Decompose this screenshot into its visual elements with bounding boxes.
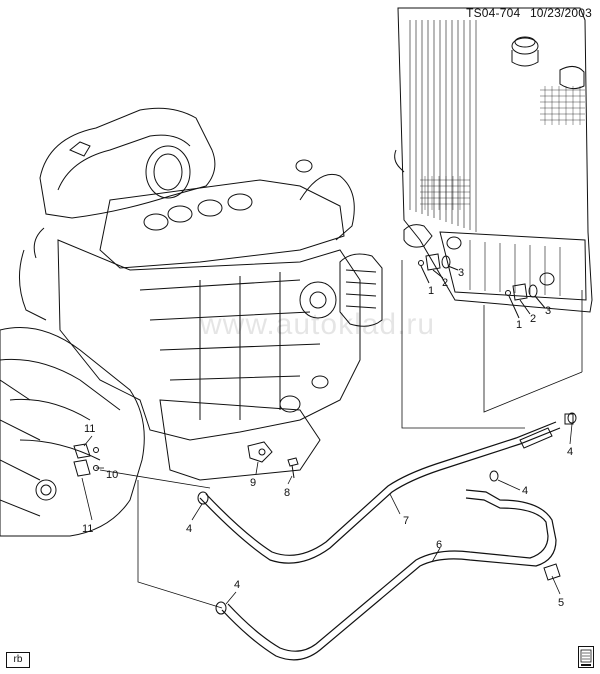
oil-cooler-inlet-line <box>199 421 561 564</box>
callout-6: 6 <box>436 539 442 551</box>
callout-5: 5 <box>558 597 564 609</box>
callout-3-lower: 3 <box>545 305 551 317</box>
callout-9: 9 <box>250 477 256 489</box>
engine-assembly <box>0 107 383 537</box>
radiator <box>394 7 593 313</box>
drawing-header: TS04-704 10/23/2003 <box>460 6 592 20</box>
callout-1-upper: 1 <box>428 285 434 297</box>
manual-book-icon <box>578 646 594 668</box>
callout-4-left: 4 <box>186 523 192 535</box>
callout-2-lower: 2 <box>530 313 536 325</box>
line-fitting-lower <box>543 563 561 581</box>
drawing-code: TS04-704 <box>466 6 521 20</box>
line-bracket <box>247 441 273 463</box>
callout-11-lower: 11 <box>82 523 93 535</box>
callout-4-bottom: 4 <box>234 579 240 591</box>
transmission-fittings <box>73 443 99 477</box>
watermark: www.autoklad.ru <box>200 308 436 341</box>
callout-8: 8 <box>284 487 290 499</box>
callout-7: 7 <box>403 515 409 527</box>
callout-10: 10 <box>106 469 118 481</box>
callout-4-mid: 4 <box>522 485 528 497</box>
cooler-fitting-upper <box>418 253 459 284</box>
bolt <box>287 457 299 479</box>
seal-rings <box>197 412 577 615</box>
oil-cooler-outlet-line <box>221 489 557 661</box>
corner-tag: rb <box>6 652 30 668</box>
callout-11-upper: 11 <box>84 423 95 435</box>
cooler-fitting-lower <box>505 283 546 319</box>
callout-2-upper: 2 <box>442 277 448 289</box>
callout-1-lower: 1 <box>516 319 522 331</box>
callout-3-upper: 3 <box>458 267 464 279</box>
callout-4-right: 4 <box>567 446 573 458</box>
line-fitting-upper <box>519 413 574 449</box>
drawing-date: 10/23/2003 <box>529 6 592 20</box>
